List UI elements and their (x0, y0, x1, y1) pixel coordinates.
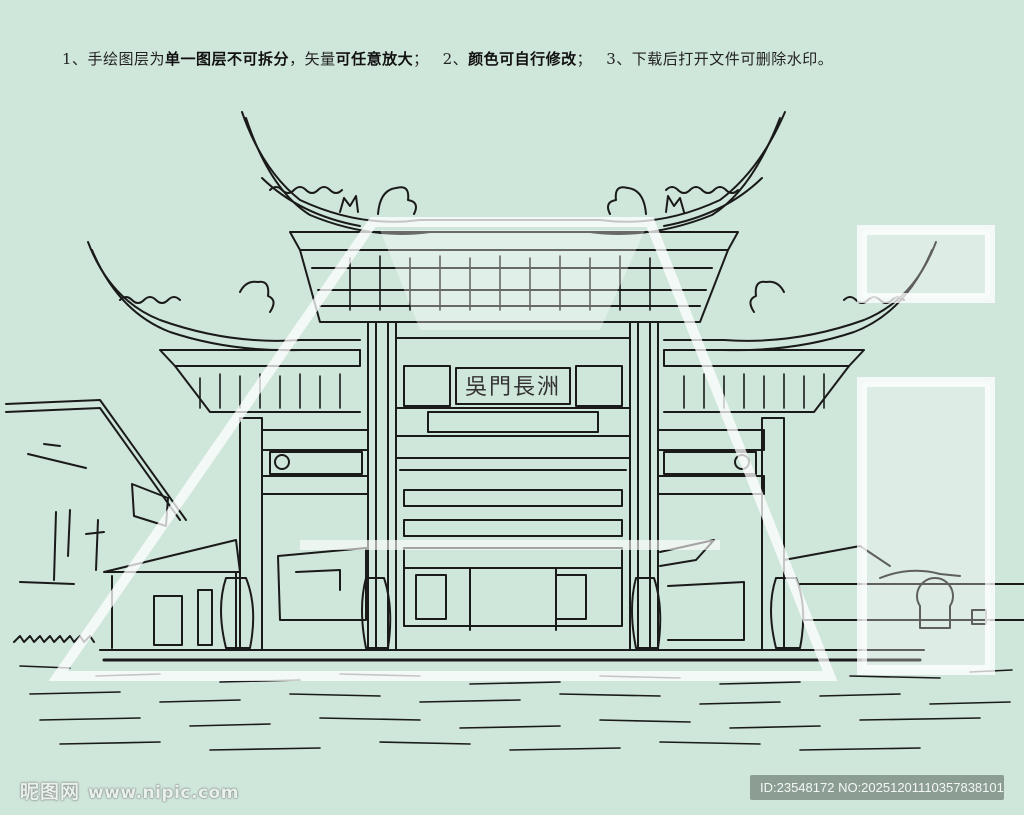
notice-item1-prefix: 1、手绘图层为 (62, 50, 166, 68)
right-side-roof (663, 241, 937, 413)
notice-item2-prefix: 2、 (442, 50, 469, 68)
notice-item1-end: ； (413, 50, 429, 68)
site-url: www.nipic.com (88, 783, 239, 803)
left-side-roof (87, 241, 361, 413)
ai-watermark-overlay (48, 217, 995, 681)
notice-item1-mid: ，矢量 (289, 50, 336, 68)
left-buildings (5, 399, 367, 649)
archway-frame (99, 321, 925, 662)
usage-notice: 1、手绘图层为单一图层不可拆分，矢量可任意放大；2、颜色可自行修改；3、下载后打… (62, 48, 833, 69)
notice-item2-end: ； (576, 50, 593, 68)
notice-item1-bold: 单一图层不可拆分 (165, 50, 290, 68)
upper-roof (241, 111, 786, 323)
nipic-watermark: 昵图网 www.nipic.com (20, 777, 239, 804)
notice-item2-bold: 颜色可自行修改 (468, 50, 577, 68)
bracket-set (199, 255, 825, 409)
plaque-text: 吳門長洲 (465, 375, 561, 400)
image-id-badge: ID:23548172 NO:20251201110357838101 (750, 775, 1004, 800)
notice-item3: 3、下载后打开文件可删除水印。 (606, 50, 834, 68)
site-name: 昵图网 (20, 781, 81, 803)
notice-item1-bold2: 可任意放大 (335, 50, 414, 68)
